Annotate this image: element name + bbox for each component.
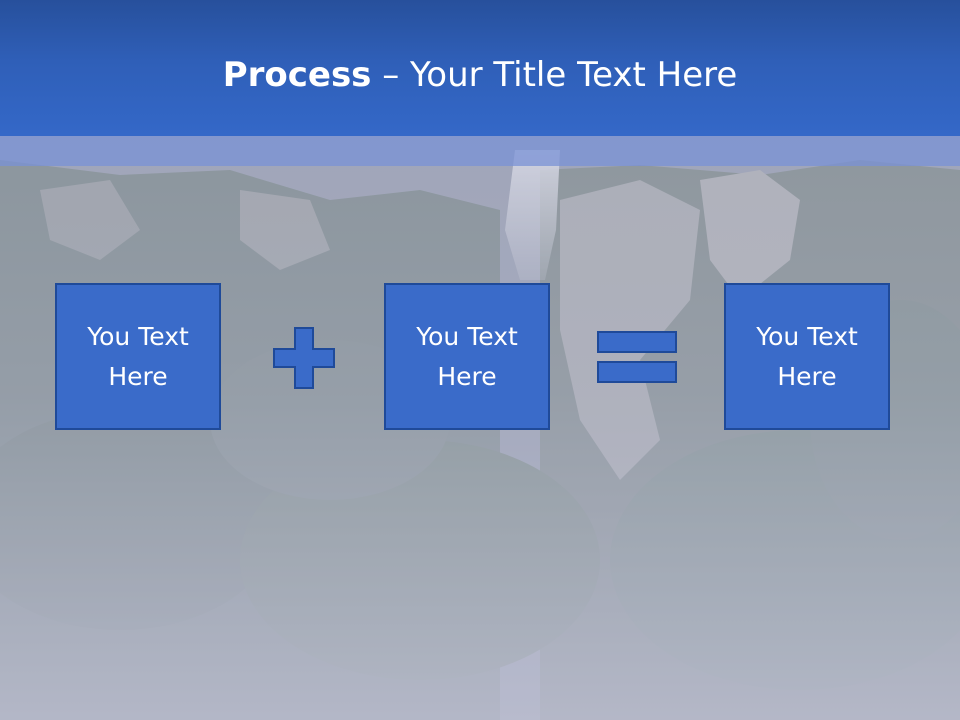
process-box-1[interactable]: You Text Here bbox=[55, 283, 221, 430]
process-box-2[interactable]: You Text Here bbox=[384, 283, 550, 430]
plus-icon bbox=[273, 327, 335, 389]
title-rest: – Your Title Text Here bbox=[371, 55, 738, 95]
process-box-3[interactable]: You Text Here bbox=[724, 283, 890, 430]
title-bold: Process bbox=[222, 55, 372, 95]
process-box-2-text: You Text Here bbox=[416, 321, 518, 391]
equals-icon bbox=[597, 331, 677, 383]
header-band bbox=[0, 136, 960, 166]
process-box-3-text: You Text Here bbox=[756, 321, 858, 391]
title-bar: Process – Your Title Text Here bbox=[0, 0, 960, 136]
slide-title: Process – Your Title Text Here bbox=[0, 54, 960, 96]
process-box-1-text: You Text Here bbox=[87, 321, 189, 391]
